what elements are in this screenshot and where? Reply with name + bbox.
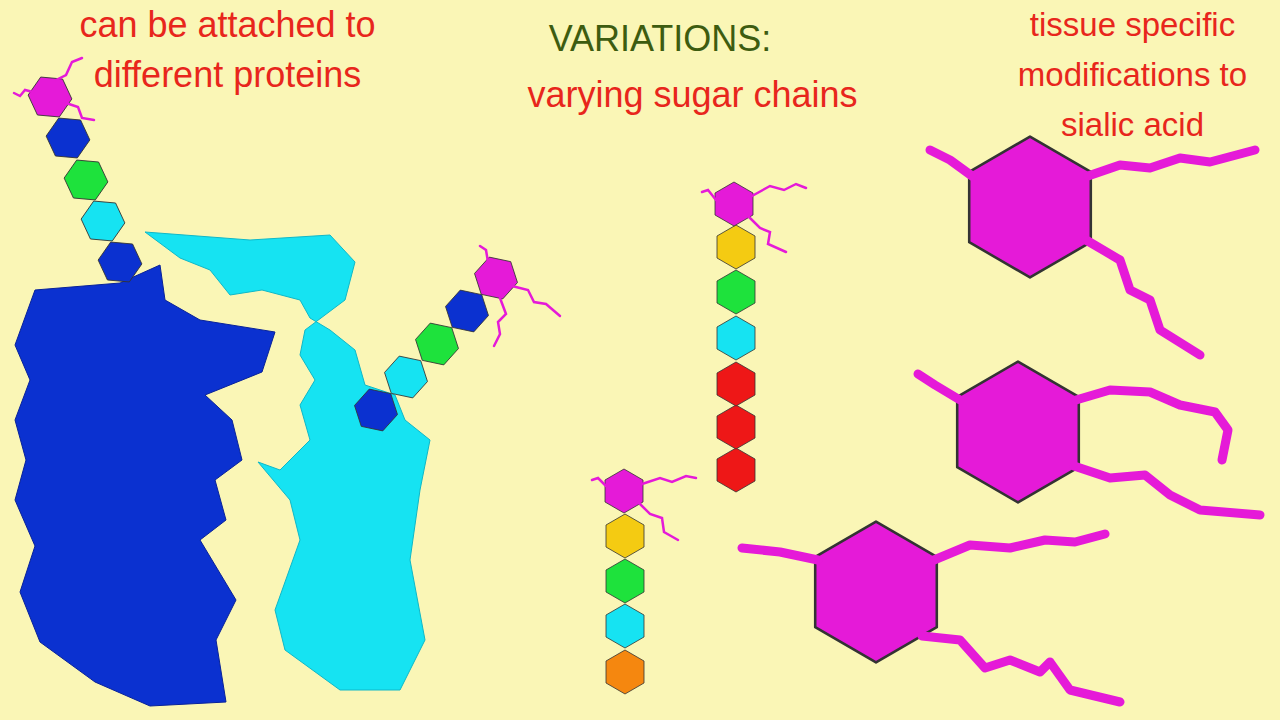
note-label: can be attached to different proteins [55,0,400,100]
note-label: tissue specific modifications to sialic … [985,0,1280,150]
sugar-chain-b [592,469,696,694]
note-label: varying sugar chains [495,70,890,120]
sugar-chain-2 [347,246,560,439]
protein-blue [15,265,275,706]
sialic-acid-modified [742,137,1260,702]
title: VARIATIONS: [520,14,800,64]
sugar-chain-a [702,182,806,492]
